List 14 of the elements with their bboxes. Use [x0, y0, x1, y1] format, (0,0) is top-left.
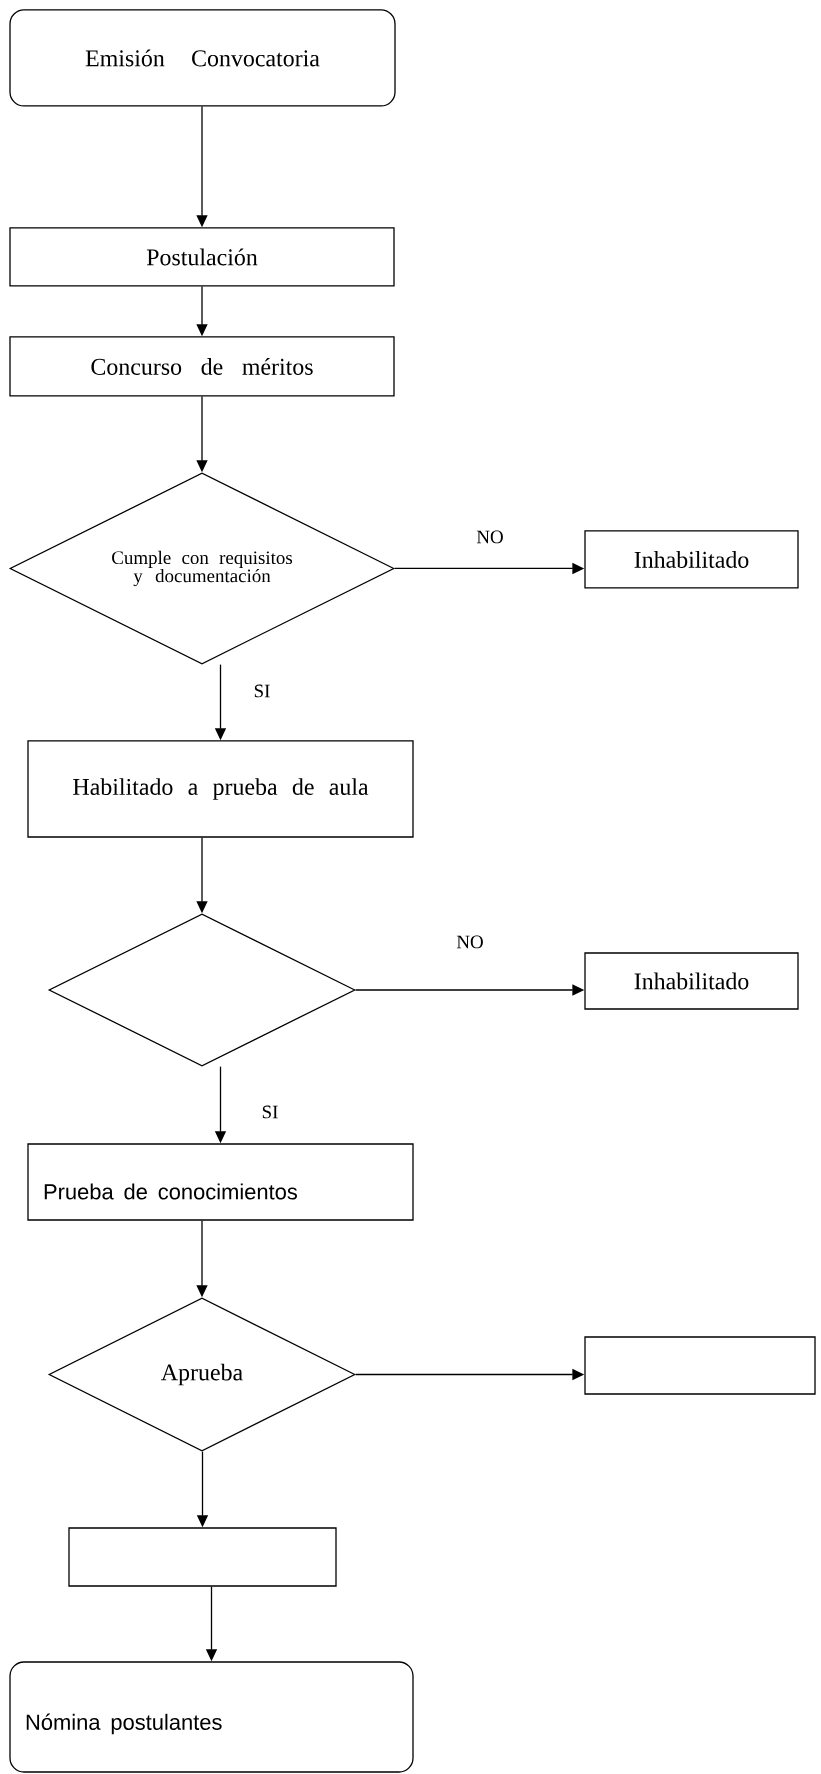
process-box: Concurso de méritos	[9, 336, 395, 397]
end-box: Nómina postulantes	[9, 1661, 414, 1773]
process-box	[68, 1527, 337, 1587]
process-box: Habilitado a prueba de aula	[27, 740, 414, 838]
edge-label: NO	[475, 529, 505, 545]
process-box	[584, 1336, 816, 1395]
edge-label: SI	[260, 1104, 280, 1120]
process-box: Prueba de conocimientos	[27, 1143, 414, 1221]
process-box: Inhabilitado	[584, 530, 799, 589]
edge-label: NO	[455, 934, 485, 950]
process-box: Inhabilitado	[584, 952, 799, 1010]
process-box: Postulación	[9, 227, 395, 287]
edge-label: SI	[252, 683, 272, 699]
start-box: Emisión Convocatoria	[9, 9, 396, 107]
